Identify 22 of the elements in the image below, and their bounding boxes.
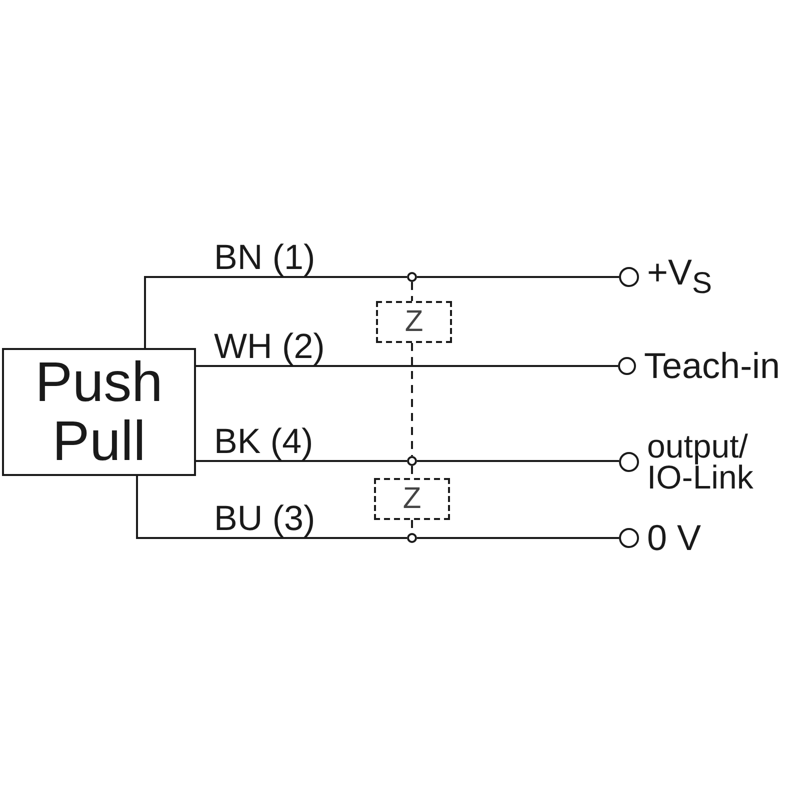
wire (144, 276, 407, 348)
impedance-label: Z (402, 484, 422, 514)
terminal-label: output/ IO-Link (647, 430, 754, 494)
dashed-connection (411, 282, 413, 301)
wire (417, 276, 619, 278)
wire (196, 365, 618, 367)
wire (136, 476, 407, 539)
terminal-label: Teach-in (644, 348, 782, 384)
impedance-box (374, 478, 450, 520)
impedance-label: Z (404, 307, 424, 337)
wire (417, 537, 619, 539)
junction-dot (407, 533, 417, 543)
terminal-label: 0 V (647, 520, 702, 556)
wire (196, 460, 407, 462)
junction-dot (407, 456, 417, 466)
impedance-box (376, 301, 452, 343)
dashed-connection (411, 343, 413, 456)
component-label: Push Pull (34, 353, 164, 471)
junction-dot (407, 272, 417, 282)
terminal-label: +V$_{S}$ (647, 256, 714, 298)
wire (417, 460, 619, 462)
component-box (2, 348, 196, 476)
